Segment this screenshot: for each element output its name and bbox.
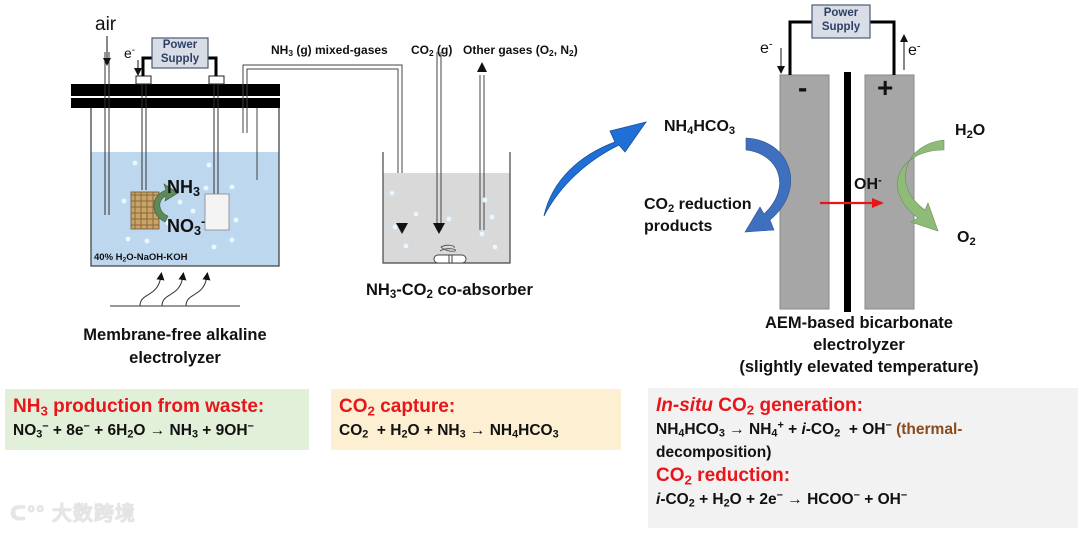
anode-sign: + <box>877 72 894 103</box>
right-electron-in-label: e- <box>760 38 773 57</box>
co-absorber <box>382 52 511 264</box>
co2-capture-heading: CO2 capture: <box>339 396 456 419</box>
vessel-walls <box>90 105 280 267</box>
other-gases-label: Other gases (O2, N2) <box>463 43 578 59</box>
co2-reduction-equation: i-CO2 + H2O + 2e− → HCOO− + OH− <box>656 489 908 510</box>
electrolyte-label: 40% H2O-NaOH-KOH <box>94 252 188 264</box>
no3-reactant-label: NO3- <box>167 214 206 239</box>
co2-capture-box: CO2 capture: CO2 + H2O + NH3 → NH4HCO3 <box>331 389 621 450</box>
bubbles <box>121 160 239 250</box>
watermark: ᑕ°° 大数跨境 <box>10 503 136 525</box>
co-absorber-caption: NH3-CO2 co-absorber <box>366 281 533 301</box>
nh4hco3-input-label: NH4HCO3 <box>664 118 736 137</box>
transfer-arrow <box>543 121 647 217</box>
nh3-production-box: NH3 production from waste: NO3− + 8e− + … <box>5 389 309 450</box>
right-electron-out-label: e- <box>908 40 921 59</box>
left-electrolyzer <box>71 36 403 307</box>
right-electrolyzer <box>744 4 945 312</box>
h2o-input-label: H2O <box>955 122 986 141</box>
aem-membrane <box>844 72 851 312</box>
right-power-supply <box>811 4 871 39</box>
thermal-decomposition-equation: NH4HCO3 → NH4+ + i-CO2 + OH− (thermal- <box>656 419 963 440</box>
anode-plate <box>204 193 230 231</box>
nh3-gas-label: NH3 (g) mixed-gases <box>271 43 388 59</box>
anode-flow-arrow <box>897 139 945 232</box>
cathode-electrode <box>779 74 830 310</box>
lid-bottom <box>71 98 280 108</box>
co2-capture-equation: CO2 + H2O + NH3 → NH4HCO3 <box>339 422 559 441</box>
co2-reduction-products-label: CO2 reduction products <box>644 196 752 235</box>
nh3-production-equation: NO3− + 8e− + 6H2O → NH3 + 9OH− <box>13 420 254 441</box>
left-electron-label: e- <box>124 45 136 61</box>
air-inlet-tube <box>103 36 111 215</box>
co2-generation-box: In-situ CO2 generation: NH4HCO3 → NH4+ +… <box>648 388 1078 528</box>
co2-gas-label: CO2 (g) <box>411 43 453 59</box>
watermark-logo-icon: ᑕ°° <box>10 503 52 525</box>
cathode-sign: - <box>798 72 808 103</box>
nh3-production-heading: NH3 production from waste: <box>13 396 265 419</box>
conversion-arrow <box>153 183 179 223</box>
gas-outlet-tube <box>242 64 403 230</box>
cathode-flow-arrow <box>744 137 792 233</box>
thermal-decomposition-note: decomposition) <box>656 444 772 461</box>
nh3-product-label: NH3 <box>167 177 201 200</box>
co2-reduction-heading: CO2 reduction: <box>656 465 791 488</box>
co2-generation-heading: In-situ CO2 generation: <box>656 395 863 418</box>
electrolyte <box>91 152 279 266</box>
stir-bar <box>433 254 467 264</box>
hydroxide-label: OH- <box>854 174 882 193</box>
left-power-supply <box>151 37 209 69</box>
heat-source <box>110 272 240 307</box>
air-label: air <box>95 14 117 35</box>
lid-top <box>71 84 280 96</box>
o2-output-label: O2 <box>957 229 976 248</box>
